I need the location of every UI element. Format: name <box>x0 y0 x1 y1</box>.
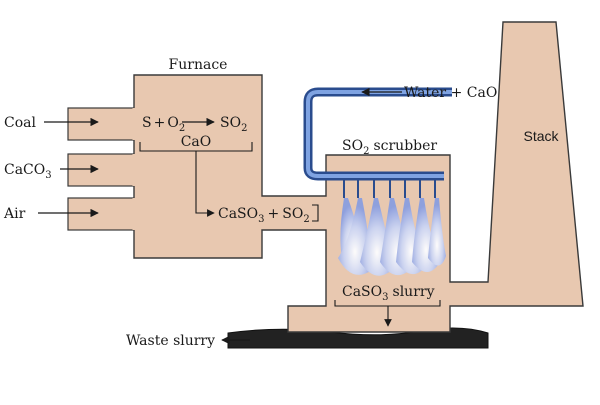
water-pipe <box>303 87 452 181</box>
waste-slurry-floor <box>227 327 489 349</box>
product-bracket <box>312 204 319 222</box>
coal-label: Coal <box>4 115 36 131</box>
coal-duct <box>67 107 135 141</box>
reaction-left: S+O2 <box>142 115 185 134</box>
reaction-right: SO2 <box>220 115 247 134</box>
air-label: Air <box>3 206 26 222</box>
spray-nozzles <box>343 180 436 198</box>
water-label: Water + CaO <box>404 85 497 101</box>
product-arrow <box>195 151 215 217</box>
catalyst-label: CaO <box>181 134 212 150</box>
product-label: CaSO3+SO2 <box>218 206 310 225</box>
waste-label: Waste slurry <box>126 333 215 349</box>
air-duct <box>67 197 135 231</box>
inlet-ducts <box>67 107 135 231</box>
spray-plumes <box>338 198 446 276</box>
caco3-label: CaCO3 <box>4 162 52 181</box>
caco3-duct <box>67 153 135 187</box>
stack-label: Stack <box>523 128 559 144</box>
furnace-title: Furnace <box>169 57 228 73</box>
